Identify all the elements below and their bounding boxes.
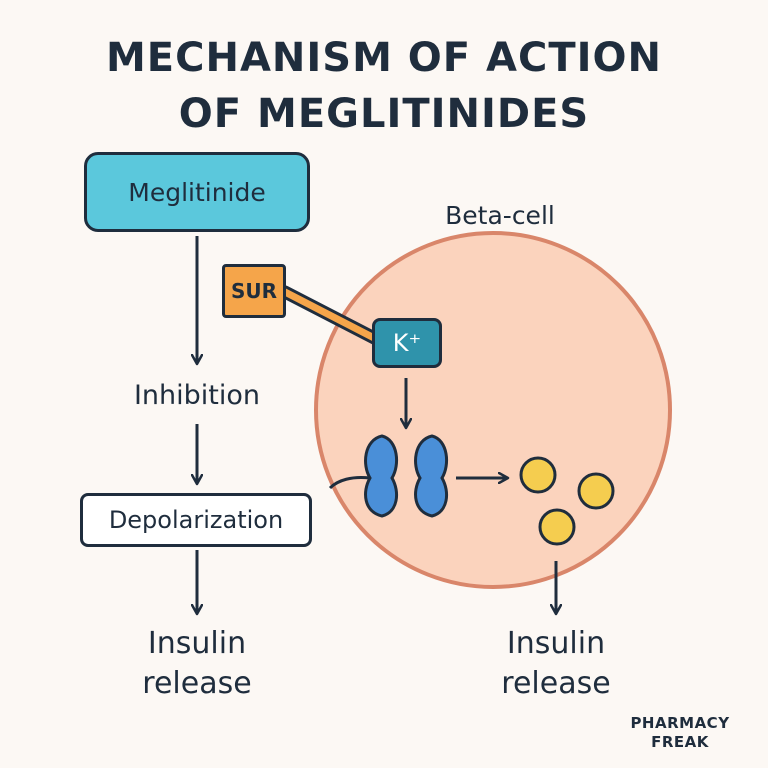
page-title: MECHANISM OF ACTION OF MEGLITINIDES: [0, 30, 768, 142]
beta-cell-label: Beta-cell: [445, 201, 555, 230]
meglitinide-label: Meglitinide: [128, 177, 266, 207]
brand-logo: PHARMACY FREAK: [620, 714, 740, 752]
insulin-granule: [577, 472, 615, 510]
right-insulin-line: Insulin: [506, 626, 606, 661]
insulin-granule: [538, 508, 576, 546]
left-insulin-release: Insulin release: [97, 624, 297, 704]
insulin-granule: [519, 456, 557, 494]
sur-label: SUR: [230, 279, 278, 303]
potassium-channel-box: K⁺: [372, 318, 442, 368]
beta-cell: [314, 231, 672, 589]
channel-protein-right: [414, 434, 449, 518]
left-insulin-line: Insulin: [147, 626, 247, 661]
depolarization-label: Depolarization: [108, 506, 284, 534]
title-line-2: OF MEGLITINIDES: [178, 91, 590, 137]
right-release-line: release: [501, 666, 611, 701]
brand-line-1: PHARMACY: [630, 714, 730, 732]
brand-line-2: FREAK: [651, 733, 709, 751]
right-insulin-release: Insulin release: [466, 624, 646, 704]
inhibition-label: Inhibition: [133, 380, 261, 411]
channel-protein-left: [364, 434, 399, 518]
left-release-line: release: [142, 666, 252, 701]
potassium-label: K⁺: [392, 329, 422, 357]
title-line-1: MECHANISM OF ACTION: [105, 35, 663, 81]
depolarization-box: Depolarization: [80, 493, 312, 547]
sur-to-channel-link-fill: [281, 288, 382, 344]
meglitinide-box: Meglitinide: [84, 152, 310, 232]
sur-box: SUR: [222, 264, 286, 318]
membrane-line: [328, 476, 371, 490]
